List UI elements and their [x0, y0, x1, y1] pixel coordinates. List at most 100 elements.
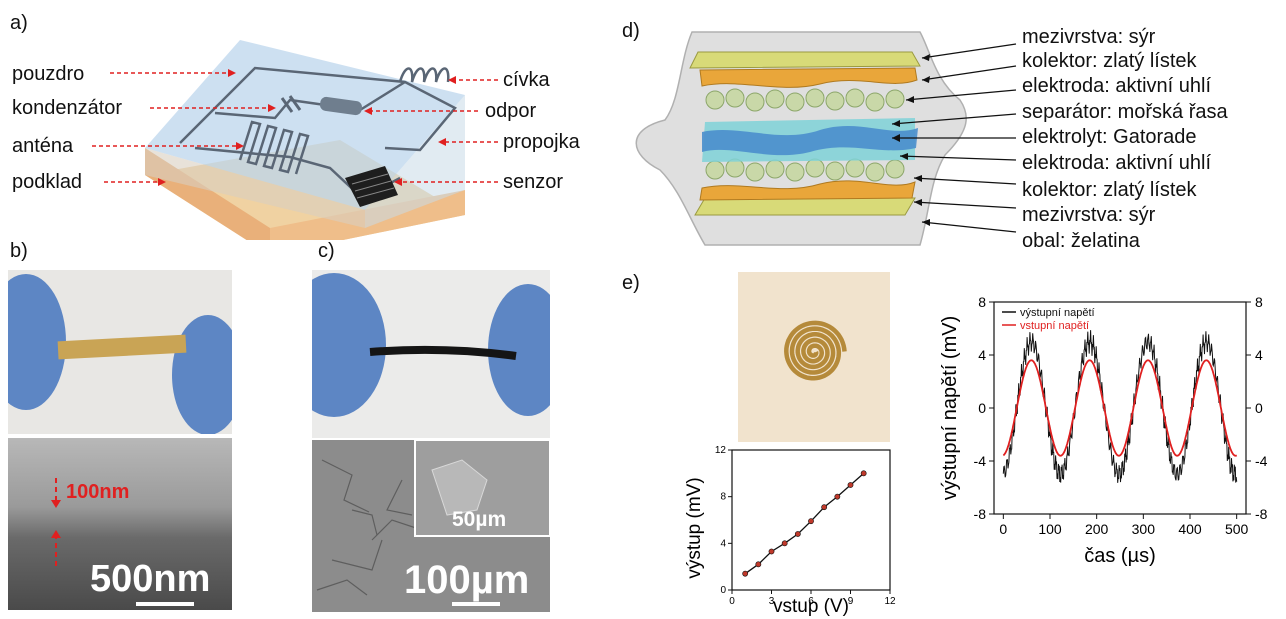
x-axis-label: vstup (V)	[773, 596, 849, 616]
glove-right	[488, 284, 550, 416]
label-senzor: senzor	[503, 171, 564, 193]
scalebar-label: 100µm	[404, 558, 530, 602]
data-point	[847, 482, 854, 488]
layer-label-3: elektroda: aktivní uhlí	[1022, 75, 1211, 97]
label-podklad: podklad	[12, 171, 83, 193]
glove-left	[8, 274, 66, 410]
data-point	[755, 561, 762, 568]
y-tick-label: -8	[974, 506, 987, 522]
data-point	[808, 518, 814, 525]
label-antena: anténa	[12, 135, 74, 157]
panel-label-d: d)	[622, 20, 640, 42]
legend-label: vstupní napětí	[1020, 320, 1089, 332]
x-axis-label: čas (µs)	[1084, 545, 1156, 567]
layer-label-9: obal: želatina	[1022, 230, 1140, 252]
y-right-tick-label: 8	[1255, 294, 1263, 310]
y-tick-label: 0	[978, 400, 986, 416]
x-tick-label: 3	[769, 596, 775, 607]
panel-label-b: b)	[10, 240, 28, 262]
x-tick-label: 6	[808, 596, 814, 607]
y-right-tick-label: -8	[1255, 506, 1268, 522]
y-right-tick-label: -4	[1255, 453, 1268, 469]
x-tick-label: 12	[884, 596, 896, 607]
layer-label-2: kolektor: zlatý lístek	[1022, 50, 1197, 72]
y-tick-label: 0	[720, 585, 726, 596]
y-right-tick-label: 0	[1255, 400, 1263, 416]
data-point	[742, 570, 749, 577]
x-tick-label: 9	[848, 596, 854, 607]
gold-layer-bottom	[699, 180, 916, 201]
inset-scale-label: 50µm	[452, 508, 507, 531]
panel-label-c: c)	[318, 240, 335, 262]
x-tick-label: 400	[1178, 521, 1202, 537]
x-tick-label: 200	[1085, 521, 1109, 537]
panel-label-e: e)	[622, 272, 640, 294]
thickness-label: 100nm	[66, 481, 130, 503]
photo-carbon-fiber	[312, 270, 550, 438]
x-tick-label: 0	[729, 596, 735, 607]
separator-layer	[702, 126, 918, 156]
y-tick-label: 8	[720, 492, 726, 503]
sem-carbon-fiber: 50µm 100µm	[312, 440, 550, 612]
label-odpor: odpor	[485, 100, 537, 122]
sem-gold-foil: 100nm 500nm	[8, 438, 232, 610]
encapsulation-left	[145, 148, 365, 228]
series-line	[744, 472, 865, 575]
legend-label: výstupní napětí	[1020, 307, 1095, 319]
layer-label-5: elektrolyt: Gatorade	[1022, 126, 1197, 148]
x-tick-label: 0	[999, 521, 1007, 537]
series-line	[1002, 359, 1238, 457]
cheese-layer-bottom	[694, 197, 916, 216]
y-tick-label: 12	[715, 445, 727, 456]
y-axis-label: výstupní napětí (mV)	[939, 316, 961, 501]
scalebar-label: 500nm	[90, 558, 211, 600]
carbon-fiber-strip	[369, 345, 517, 360]
capacitor-plate	[280, 97, 294, 113]
supercapacitor-stack	[635, 31, 1017, 246]
antenna-meander	[238, 120, 310, 175]
electrode-bottom	[705, 158, 905, 182]
callout-arrows-right	[364, 76, 498, 186]
cheese-layer-top	[689, 51, 921, 69]
label-civka: cívka	[503, 69, 550, 91]
gold-layer-top	[699, 67, 918, 88]
label-pouzdro: pouzdro	[12, 63, 85, 85]
coil-shape	[398, 67, 450, 83]
data-point	[834, 493, 841, 500]
data-point	[794, 531, 801, 537]
electrode-top	[705, 88, 905, 112]
y-tick-label: 4	[720, 538, 726, 549]
plot-frame	[993, 301, 1247, 515]
panel-label-a: a)	[10, 12, 28, 34]
layer-label-1: mezivrstva: sýr	[1022, 26, 1156, 48]
spiral-coil	[784, 320, 847, 381]
circuit-trace	[179, 66, 457, 152]
layer-label-7: kolektor: zlatý lístek	[1022, 179, 1197, 201]
y-tick-label: 4	[978, 347, 986, 363]
glove-left	[312, 273, 386, 417]
label-propojka: propojka	[503, 131, 580, 153]
photo-gold-foil	[8, 270, 232, 434]
chart-linearity: 0 3 6 9 12 0 4 8 12 vstup (V) výstup (mV)	[684, 445, 896, 616]
callout-arrows-left	[92, 69, 276, 186]
glove-right	[172, 315, 232, 434]
layer-label-8: mezivrstva: sýr	[1022, 204, 1156, 226]
y-tick-label: 8	[978, 294, 986, 310]
leader-arrows	[891, 43, 1017, 233]
layer-label-4: separátor: mořská řasa	[1022, 101, 1228, 123]
series-line	[1002, 330, 1238, 483]
data-point	[768, 548, 775, 555]
photo-spiral-coil	[738, 272, 890, 442]
layer-label-6: elektroda: aktivní uhlí	[1022, 152, 1211, 174]
x-tick-label: 300	[1132, 521, 1156, 537]
y-axis-label: výstup (mV)	[684, 477, 705, 578]
data-point	[781, 540, 788, 547]
label-kondenzator: kondenzátor	[12, 97, 123, 119]
data-point	[821, 504, 828, 511]
device-illustration	[92, 40, 498, 240]
gold-foil-strip	[57, 334, 187, 360]
y-right-tick-label: 4	[1255, 347, 1263, 363]
x-tick-label: 100	[1038, 521, 1062, 537]
data-point	[860, 470, 867, 477]
